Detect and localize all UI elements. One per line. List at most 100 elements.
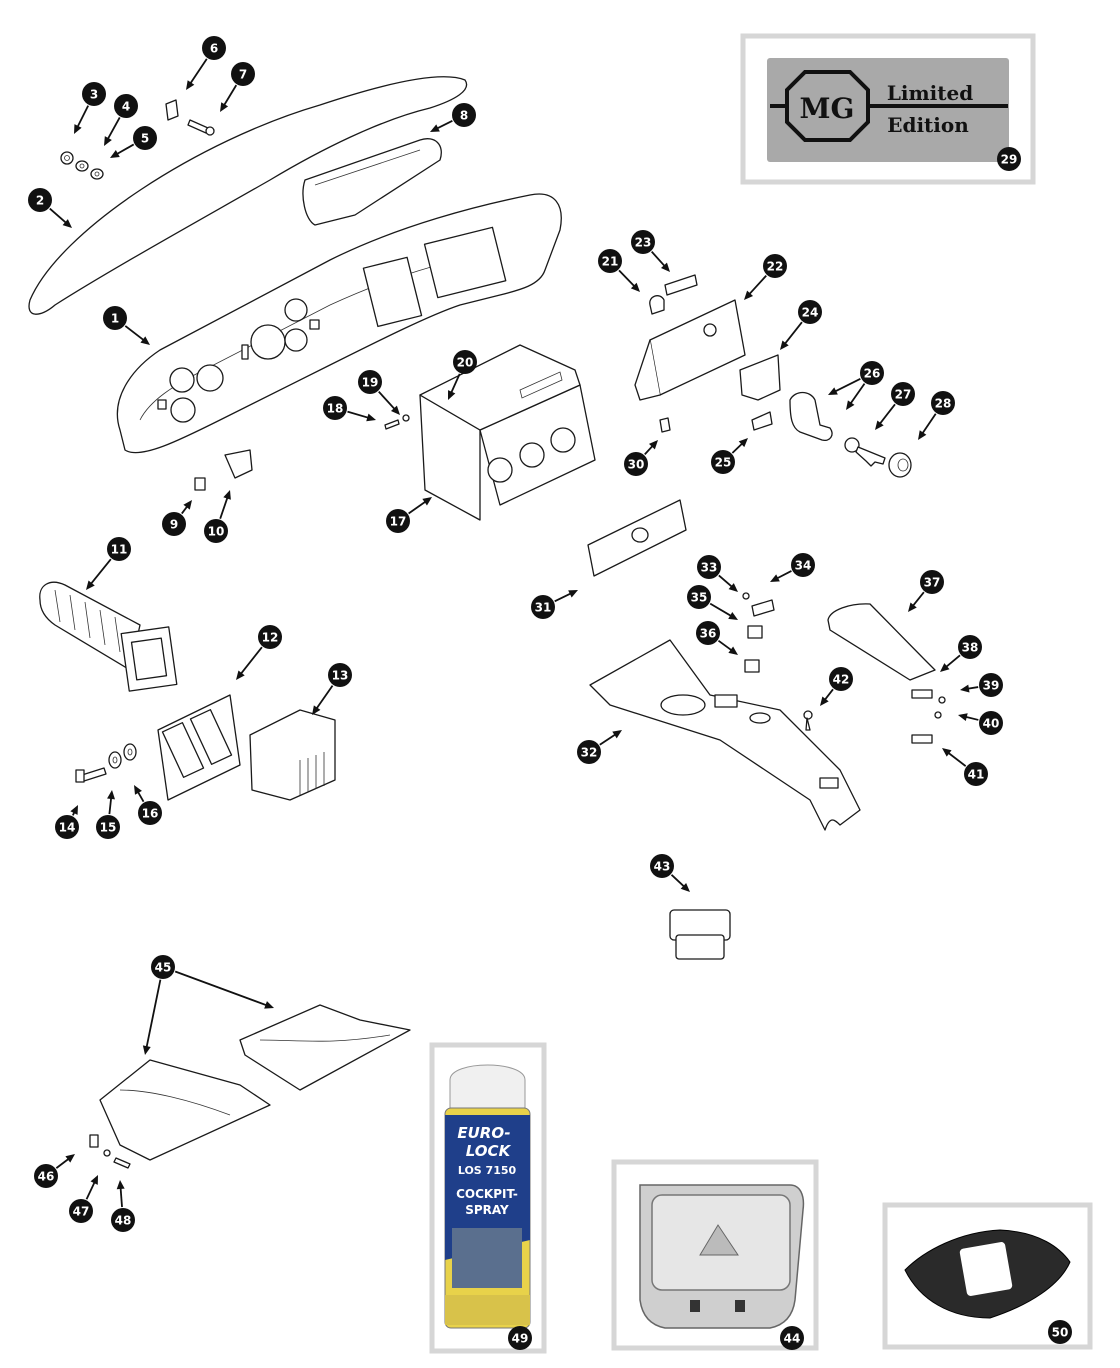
callout-badge <box>979 711 1003 735</box>
spray-can-cap <box>449 1064 526 1109</box>
part-1-dashboard <box>116 193 562 454</box>
leader-arrowhead <box>744 290 754 300</box>
leader-line <box>670 874 687 889</box>
callout-33: 33 <box>697 555 738 592</box>
leader-arrowhead <box>86 580 95 590</box>
callout-46: 46 <box>34 1154 75 1188</box>
callout-number: 20 <box>457 356 474 370</box>
callout-badge <box>920 570 944 594</box>
callout-number: 16 <box>142 807 159 821</box>
ashtray-44-frame <box>611 1159 819 1351</box>
callout-number: 34 <box>795 559 812 573</box>
leader-arrowhead <box>430 124 440 132</box>
callout-badge <box>34 1164 58 1188</box>
callout-badge <box>631 230 655 254</box>
callout-7: 7 <box>220 62 255 112</box>
part-40-screw <box>934 711 942 719</box>
leader-line <box>75 105 89 130</box>
leader-line <box>709 602 734 618</box>
callout-badge <box>891 382 915 406</box>
leader-arrowhead <box>220 102 229 112</box>
part-39-screw <box>938 696 946 704</box>
callout-badge <box>103 306 127 330</box>
part-10-bracket <box>224 449 253 479</box>
callout-number: 11 <box>111 543 128 557</box>
part-28-ring <box>888 452 912 478</box>
callout-17: 17 <box>386 497 432 533</box>
leader-arrowhead <box>70 805 78 815</box>
callout-32: 32 <box>577 730 622 764</box>
leader-line <box>108 795 113 815</box>
leader-line <box>774 570 792 581</box>
badge-line1: Limited <box>887 81 973 105</box>
callout-badge <box>107 537 131 561</box>
callout-badge <box>979 673 1003 697</box>
callout-number: 19 <box>362 376 379 390</box>
leader-arrowhead <box>110 150 120 158</box>
callout-badge <box>204 519 228 543</box>
leader-arrowhead <box>940 663 950 672</box>
callout-number: 1 <box>111 312 119 326</box>
spray-product-2: SPRAY <box>465 1203 509 1217</box>
callout-number: 27 <box>895 388 912 402</box>
leader-arrowhead <box>107 790 116 800</box>
leader-arrowhead <box>116 1180 125 1190</box>
callout-11: 11 <box>86 537 131 590</box>
part-23-plate <box>664 274 698 296</box>
spray-product-1: COCKPIT- <box>456 1187 518 1201</box>
callout-badge <box>1048 1320 1072 1344</box>
leader-line <box>434 120 453 131</box>
callout-badge <box>111 1208 135 1232</box>
spray-49-frame: EURO- LOCK LOS 7150 COCKPIT- SPRAY <box>429 1042 547 1354</box>
callout-badge <box>138 801 162 825</box>
callout-badge <box>162 512 186 536</box>
callout-badge <box>780 1326 804 1350</box>
leader-arrowhead <box>390 405 400 415</box>
callout-badge <box>151 955 175 979</box>
callout-number: 5 <box>141 132 149 146</box>
part-45-floor-mats <box>99 1004 411 1161</box>
leader-line <box>85 1180 97 1200</box>
leader-line <box>618 269 637 289</box>
leader-arrowhead <box>770 574 780 582</box>
callout-badge <box>453 350 477 374</box>
leader-arrowhead <box>918 430 927 440</box>
part-34-plate <box>751 599 775 617</box>
part-25-clip <box>751 411 773 431</box>
callout-number: 26 <box>864 367 881 381</box>
part-22-glovebox-lid <box>634 299 746 401</box>
callout-15: 15 <box>96 790 120 839</box>
part-13-vent-grille <box>249 709 336 801</box>
callout-number: 33 <box>701 561 718 575</box>
callout-badge <box>323 396 347 420</box>
leader-arrowhead <box>846 400 855 410</box>
callout-number: 2 <box>36 194 44 208</box>
callout-number: 28 <box>935 397 952 411</box>
part-30-screw <box>659 417 671 433</box>
callout-28: 28 <box>918 391 955 440</box>
leader-arrowhead <box>366 413 376 422</box>
leader-line <box>174 970 269 1007</box>
callout-number: 13 <box>332 669 349 683</box>
part-11-hose <box>39 581 178 692</box>
callout-2: 2 <box>28 188 72 228</box>
leader-arrowhead <box>236 670 245 680</box>
leader-arrowhead <box>728 583 738 592</box>
part-41-hinge <box>911 734 933 744</box>
callout-badge <box>958 635 982 659</box>
leader-arrowhead <box>648 440 658 450</box>
part-37-armrest-lid <box>827 603 936 681</box>
leader-arrowhead <box>680 882 690 892</box>
callout-20: 20 <box>448 350 477 400</box>
callout-39: 39 <box>960 673 1003 697</box>
callout-number: 48 <box>115 1214 132 1228</box>
callout-number: 17 <box>390 515 407 529</box>
part-27-key <box>844 437 886 467</box>
callout-number: 21 <box>602 255 619 269</box>
callout-badge <box>69 1199 93 1223</box>
leader-line <box>848 383 866 406</box>
part-31-ashtray-lid <box>587 499 687 577</box>
leader-arrowhead <box>90 1175 98 1185</box>
callout-number: 44 <box>784 1332 801 1346</box>
